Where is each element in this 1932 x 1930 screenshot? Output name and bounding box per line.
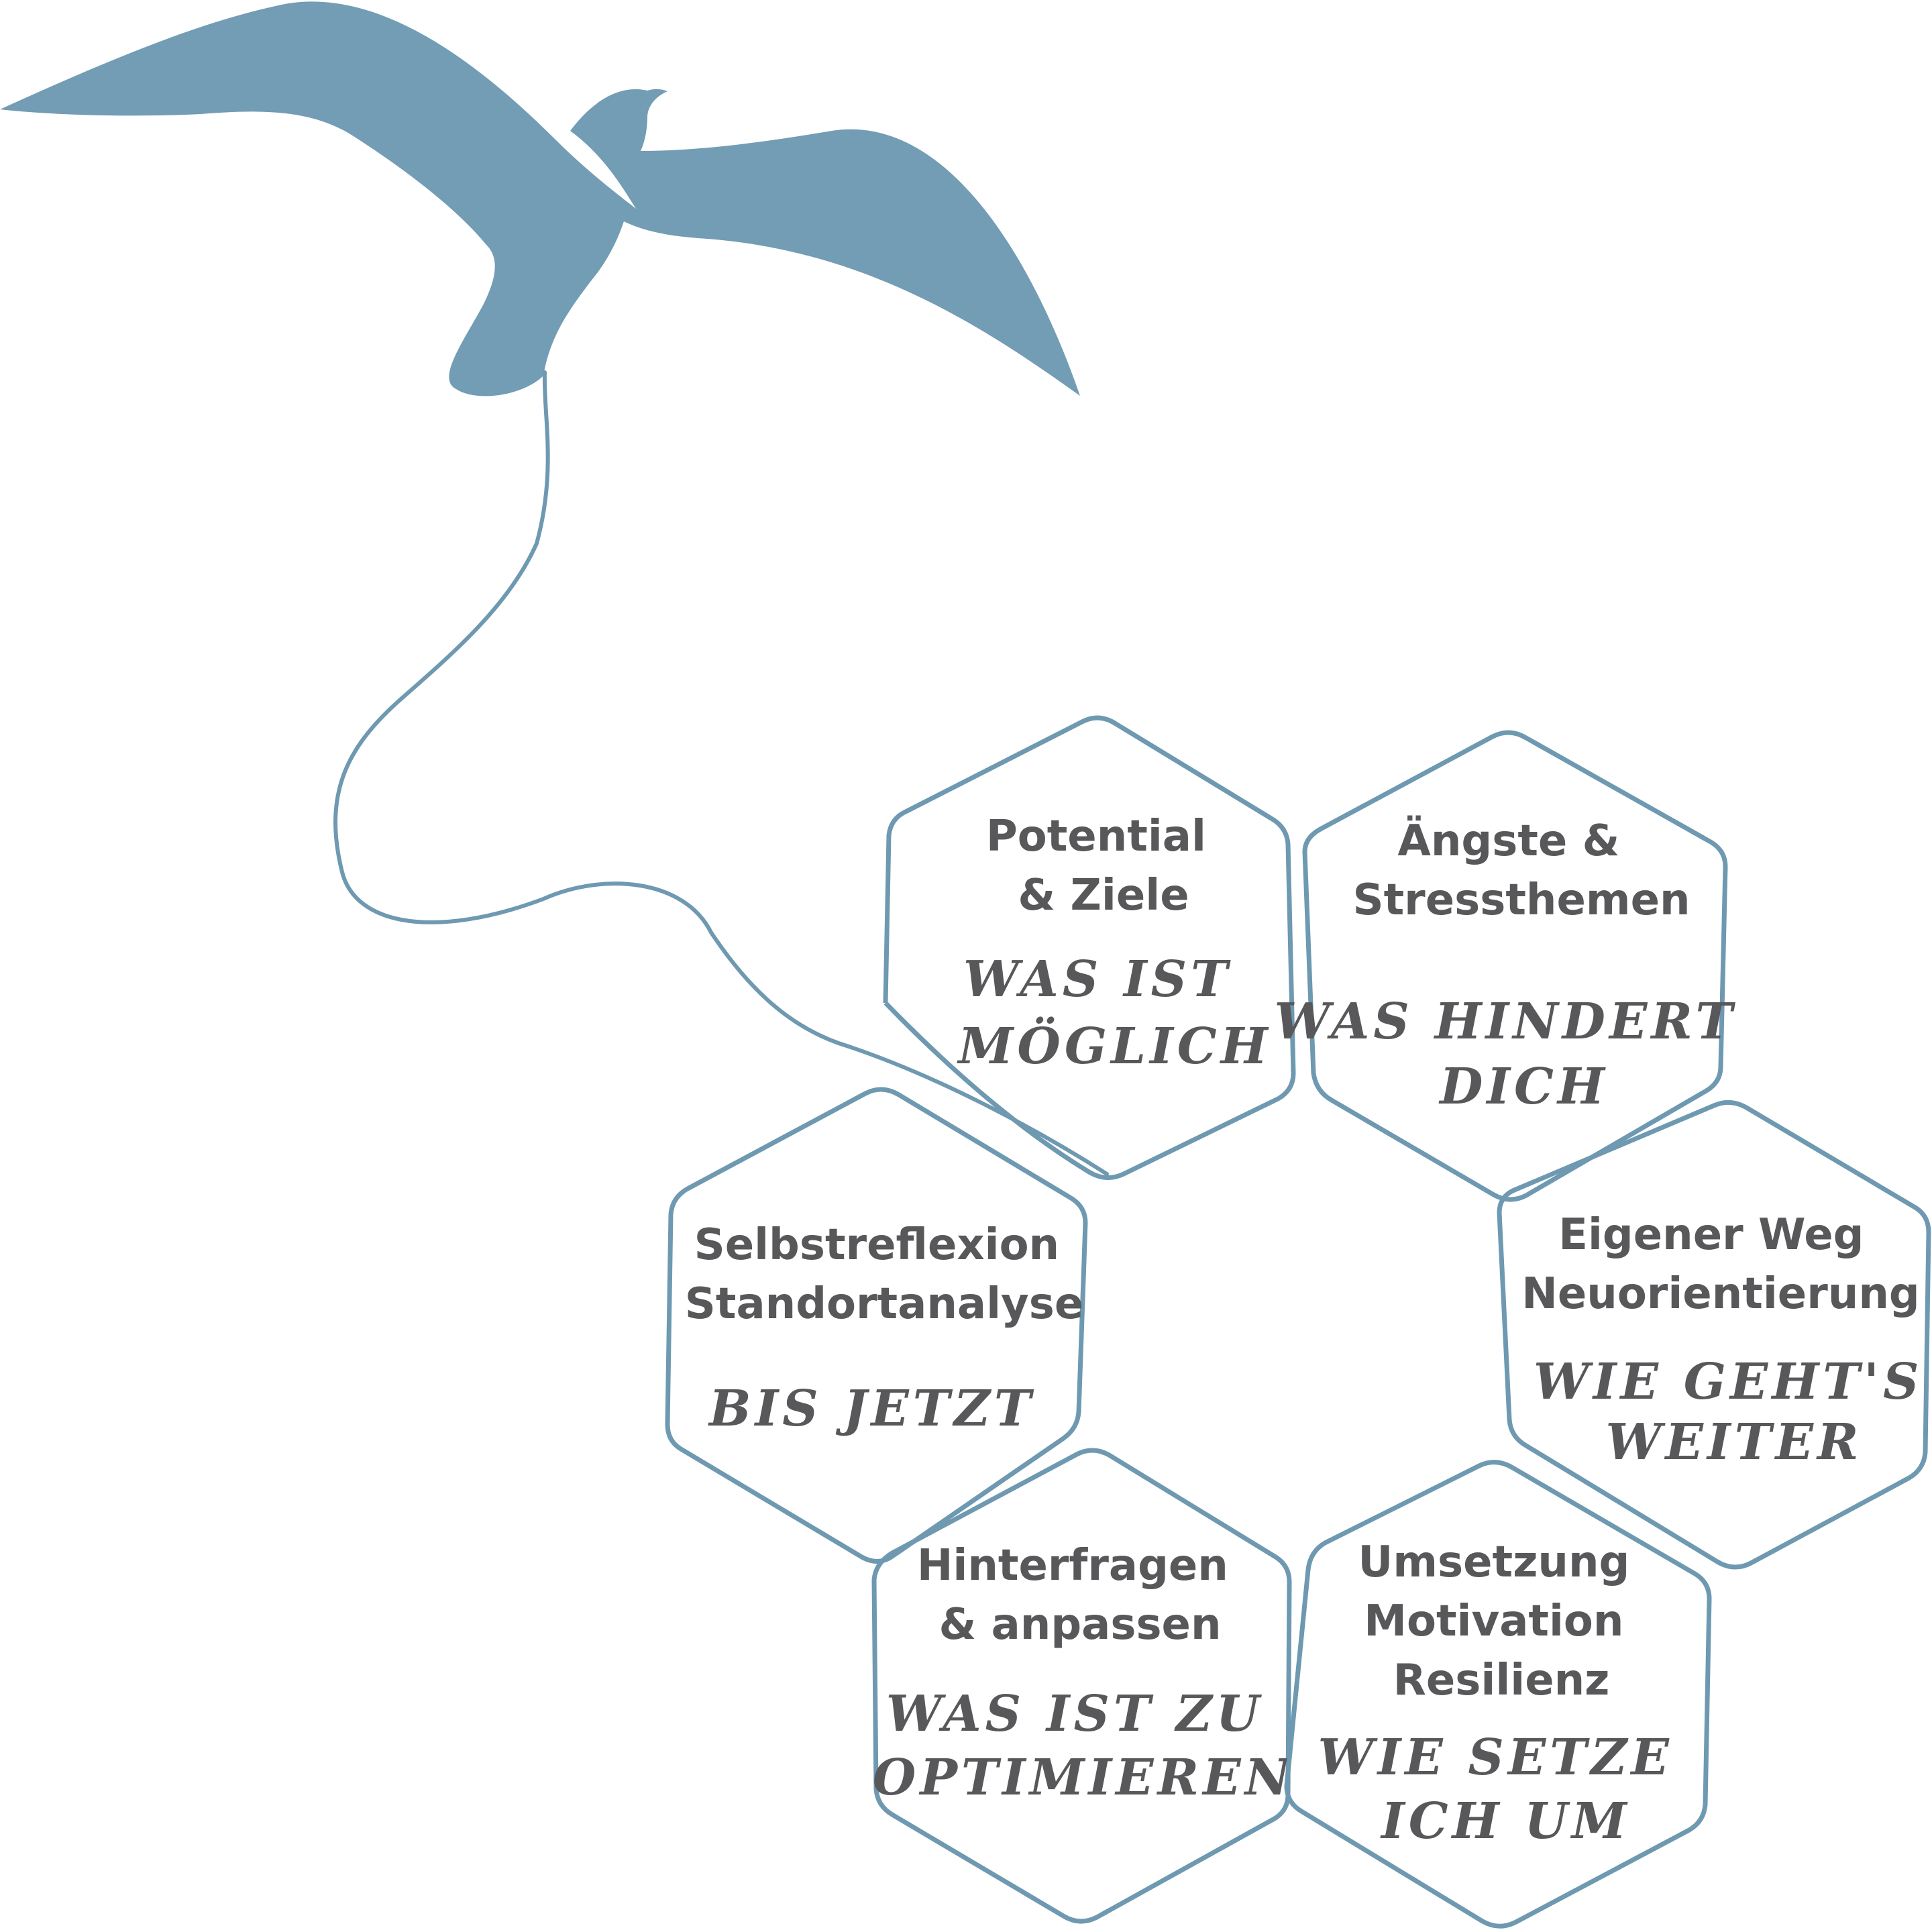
hexagon-aengste: Ängste & Stressthemen WAS HINDERT DICH bbox=[1275, 730, 1758, 1202]
hexagon-outline bbox=[665, 1087, 1088, 1564]
kite-string bbox=[333, 370, 1109, 1176]
hexagon-hinterfragen: Hinterfragen & anpassen WAS IST ZU OPTIM… bbox=[871, 1448, 1294, 1924]
hexagon-question: WIE SETZE ICH UM bbox=[1318, 1729, 1695, 1850]
seagull-icon bbox=[0, 1, 1080, 396]
hexagon-outline bbox=[1284, 1460, 1712, 1929]
hexagon-title: Hinterfragen & anpassen bbox=[917, 1541, 1243, 1650]
hexagon-question: WAS HINDERT DICH bbox=[1275, 993, 1758, 1116]
hexagon-eigener-weg: Eigener Weg Neuorientierung WIE GEHT'S W… bbox=[1497, 1100, 1932, 1570]
hexagon-potential: Potential & Ziele WAS IST MÖGLICH bbox=[883, 715, 1296, 1180]
hexagon-title: Selbstreflexion Standortanalyse bbox=[685, 1220, 1083, 1329]
hexagon-title: Ängste & Stressthemen bbox=[1352, 815, 1690, 925]
hexagon-outline bbox=[1497, 1100, 1931, 1570]
hexagon-selbstreflexion: Selbstreflexion Standortanalyse BIS JETZ… bbox=[665, 1087, 1088, 1564]
hexagon-outline bbox=[871, 1448, 1292, 1924]
hexagon-title: Eigener Weg Neuorientierung bbox=[1521, 1210, 1919, 1319]
hexagon-title: Umsetzung Motivation Resilienz bbox=[1358, 1538, 1644, 1705]
hexagon-outline bbox=[1302, 730, 1728, 1202]
hexagon-umsetzung: Umsetzung Motivation Resilienz WIE SETZE… bbox=[1284, 1460, 1712, 1929]
hexagon-question: BIS JETZT bbox=[708, 1380, 1035, 1438]
hexagon-question: WAS IST ZU OPTIMIEREN bbox=[873, 1685, 1294, 1807]
hexagon-question: WIE GEHT'S WEITER bbox=[1534, 1353, 1932, 1471]
hexagon-title: Potential & Ziele bbox=[986, 812, 1221, 920]
hexagon-question: WAS IST MÖGLICH bbox=[956, 951, 1271, 1075]
hexagon-outline bbox=[883, 715, 1296, 1180]
